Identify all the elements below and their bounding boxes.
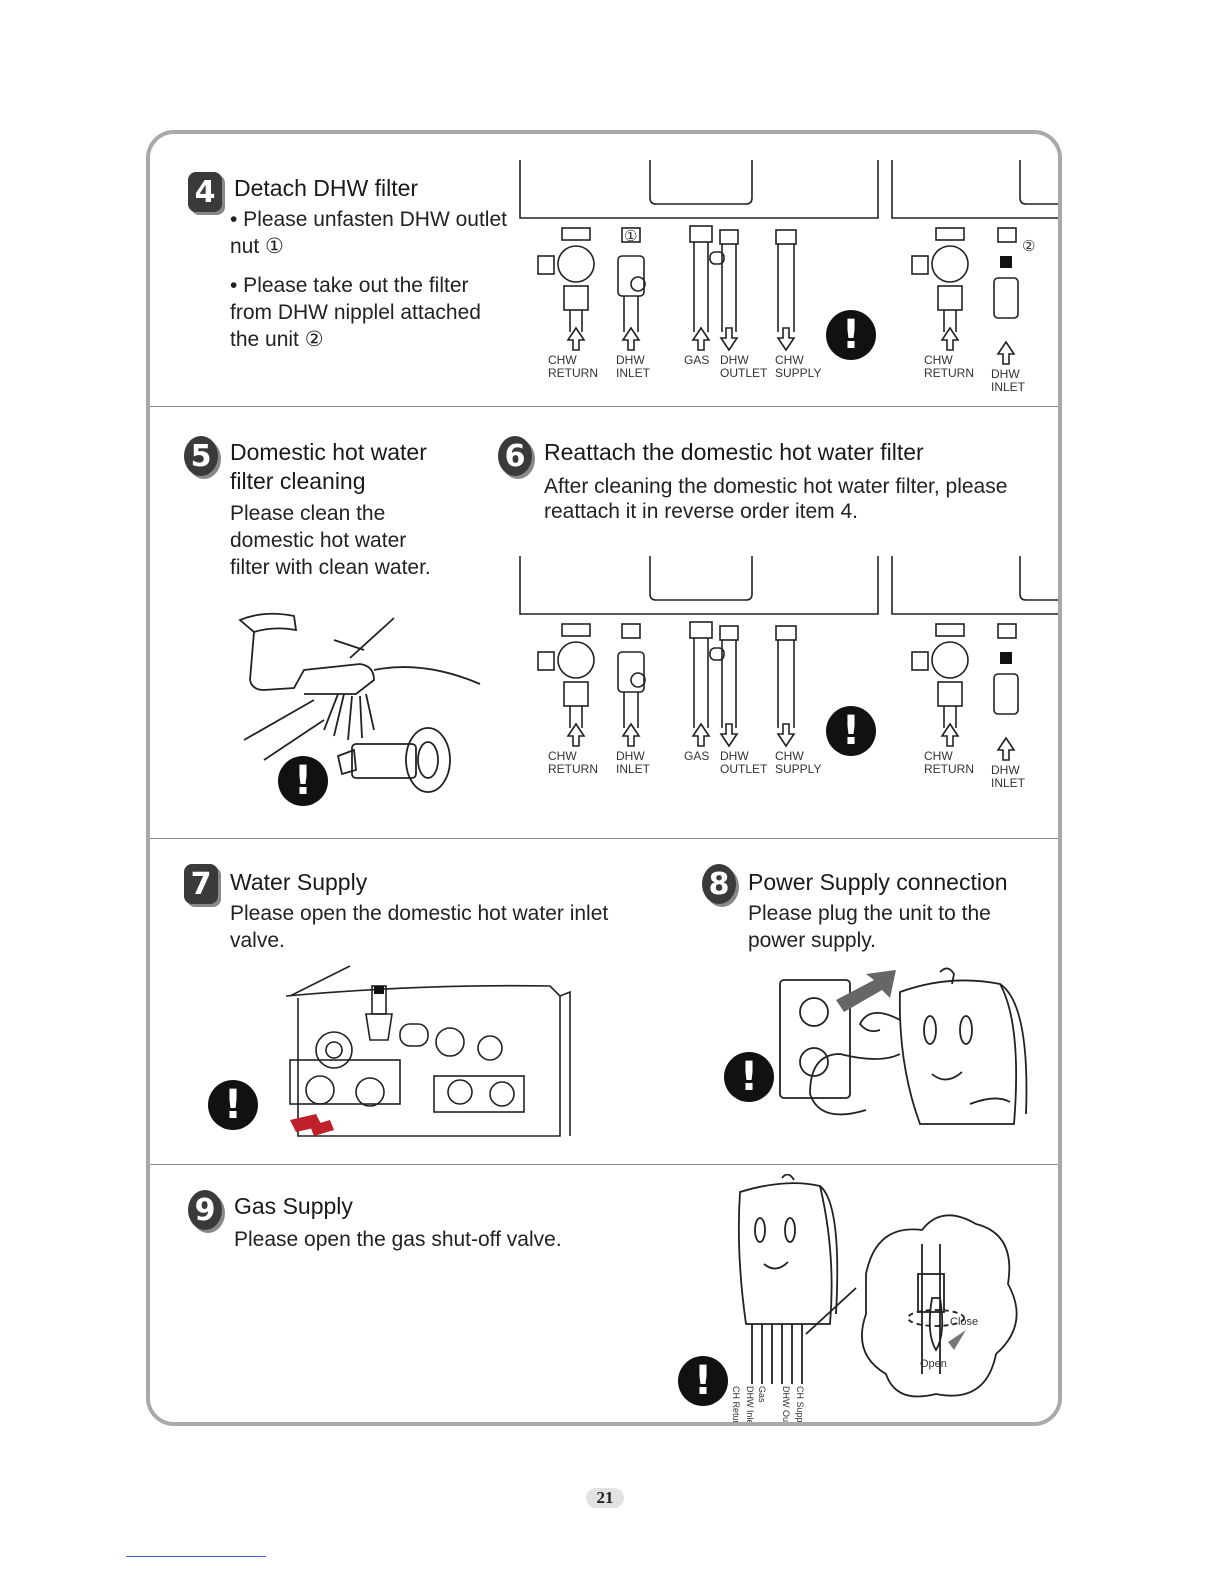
step5-faucet-filter-illustration: [238, 612, 481, 793]
step8-body: Please plug the unit to the power supply…: [748, 902, 991, 952]
step4-warning-icon: !: [826, 310, 876, 360]
step9-pipe-label-ch-supply: CH Supply: [795, 1386, 805, 1426]
step6-label-dhw-inlet: DHW INLET: [616, 749, 651, 776]
step6-side-label-dhw-inlet: DHW INLET: [991, 763, 1026, 790]
step9-pipe-label-dhw-outlet: DHW Outlet: [781, 1386, 791, 1426]
step4-label-chw-return: CHW RETURN: [548, 353, 598, 380]
step5-body: Please clean the domestic hot water filt…: [230, 502, 431, 579]
step4-label-dhw-inlet: DHW INLET: [616, 353, 651, 380]
step7-warning-icon: !: [208, 1080, 258, 1130]
step9-pipe-label-gas: Gas: [757, 1386, 767, 1403]
step6-label-gas: GAS: [684, 749, 710, 763]
step9-close-label: Close: [950, 1316, 979, 1328]
step8-power-plug-illustration: [779, 967, 1028, 1125]
step4-label-chw-supply: CHW SUPPLY: [775, 353, 822, 380]
footer-rule: [126, 1556, 266, 1557]
step4-title: Detach DHW filter: [234, 175, 419, 201]
step4-callout-2: ②: [1022, 238, 1036, 255]
step8-title: Power Supply connection: [748, 869, 1008, 895]
page-number: 21: [586, 1488, 624, 1508]
step6-number: 6: [498, 436, 532, 476]
step6-boiler-pipes-illustration: [519, 556, 1058, 761]
step4-bullet-1: • Please unfasten DHW outlet nut ①: [230, 208, 507, 258]
divider-3: [150, 1164, 1058, 1165]
step4-number: 4: [188, 172, 222, 212]
step5-number: 5: [184, 436, 218, 476]
step9-gas-valve-illustration: [737, 1174, 1018, 1398]
step9-title: Gas Supply: [234, 1193, 353, 1219]
step6-label-chw-supply: CHW SUPPLY: [775, 749, 822, 776]
divider-1: [150, 406, 1058, 407]
step6-warning-icon: !: [826, 706, 876, 756]
step7-number: 7: [184, 864, 218, 904]
step4-side-label-chw-return: CHW RETURN: [924, 353, 974, 380]
step4-bullet-2: • Please take out the filter from DHW ni…: [230, 274, 481, 351]
instruction-panel: 4 Detach DHW filter • Please unfasten DH…: [146, 130, 1062, 1426]
step9-warning-icon: !: [678, 1356, 728, 1406]
divider-2: [150, 838, 1058, 839]
step5-title: Domestic hot water filter cleaning: [230, 439, 427, 494]
step4-label-dhw-outlet: DHW OUTLET: [720, 353, 768, 380]
step9-pipe-label-ch-return: CH Return: [731, 1386, 741, 1426]
step6-body: After cleaning the domestic hot water fi…: [544, 475, 1008, 523]
step6-side-label-chw-return: CHW RETURN: [924, 749, 974, 776]
step9-body: Please open the gas shut-off valve.: [234, 1228, 562, 1251]
step8-number: 8: [702, 864, 736, 904]
step4-boiler-pipes-illustration: [519, 160, 1058, 365]
step6-label-dhw-outlet: DHW OUTLET: [720, 749, 768, 776]
step9-number: 9: [188, 1190, 222, 1230]
step4-label-gas: GAS: [684, 353, 710, 367]
step6-title: Reattach the domestic hot water filter: [544, 439, 924, 465]
step8-warning-icon: !: [724, 1052, 774, 1102]
step5-warning-icon: !: [278, 756, 328, 806]
step6-label-chw-return: CHW RETURN: [548, 749, 598, 776]
step7-title: Water Supply: [230, 869, 368, 895]
step9-open-label: Open: [920, 1358, 947, 1370]
step7-valve-illustration: [285, 965, 571, 1137]
step4-callout-1: ①: [624, 228, 638, 245]
step7-body: Please open the domestic hot water inlet…: [230, 902, 609, 952]
step4-side-label-dhw-inlet: DHW INLET: [991, 367, 1026, 394]
